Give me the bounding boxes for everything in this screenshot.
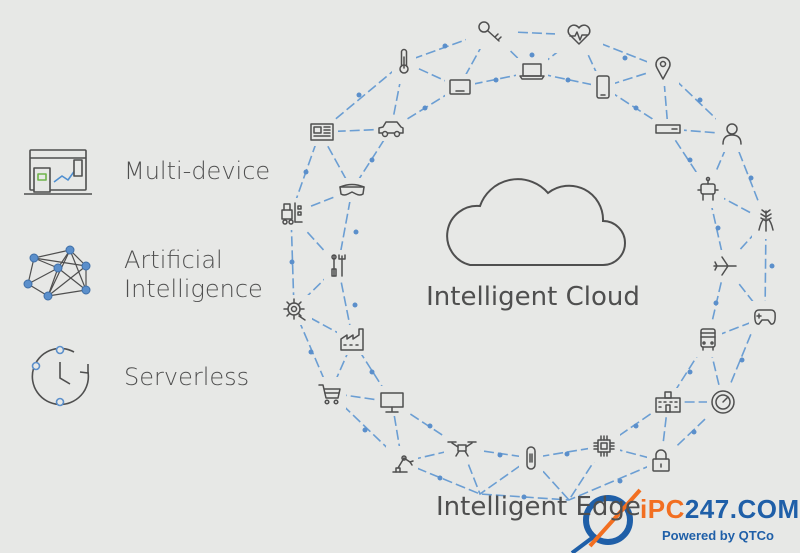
feature-label-artificial-intelligence: Artificial Intelligence [124,246,263,304]
feature-label-multi-device: Multi-device [124,157,270,186]
watermark-brand-prefix: iPC [640,494,685,524]
watermark-subtitle: Powered by QTCo [662,528,774,543]
cloud-icon [446,178,626,266]
edge-title: Intelligent Edge [436,492,641,522]
ring-nodes [289,43,775,500]
feature-label-line: Multi-device [124,157,271,185]
feature-label-line: Intelligence [124,275,263,303]
gauge-icon [711,390,735,414]
clock-cycle-icon [31,345,90,407]
cloud-title: Intelligent Cloud [426,282,640,312]
watermark-logo-icon [570,488,642,553]
neural-network-icon [23,245,91,301]
watermark-brand: iPC247.COM [640,494,800,525]
watermark: iPC247.COM Powered by QTCo [570,480,800,553]
feature-label-serverless: Serverless [124,363,249,392]
multi-device-icon [24,149,92,195]
watermark-brand-rest: 247.COM [684,494,800,524]
feature-label-line: Artificial [124,246,223,274]
feature-label-line: Serverless [124,363,250,391]
